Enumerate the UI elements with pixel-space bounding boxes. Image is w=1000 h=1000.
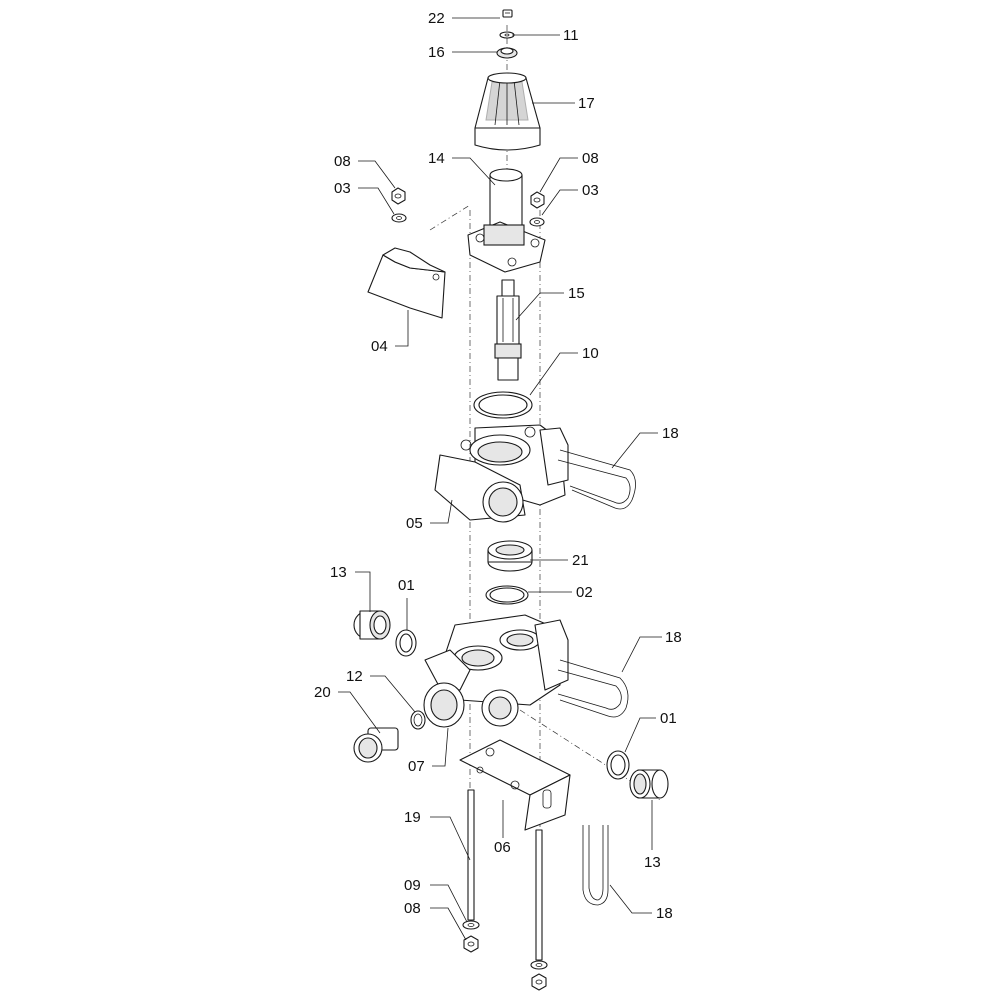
part-02-o-ring <box>485 585 529 605</box>
callout-05: 05 <box>406 515 423 532</box>
part-22-screw <box>502 9 513 18</box>
part-14-spindle-housing <box>467 168 546 273</box>
part-19-stud-left <box>467 789 475 921</box>
callout-16: 16 <box>428 44 445 61</box>
part-08-nut-bottom-right <box>531 973 547 991</box>
callout-06: 06 <box>494 839 511 856</box>
callout-10: 10 <box>582 345 599 362</box>
callout-18-lower: 18 <box>656 905 673 922</box>
part-15-spindle <box>494 279 522 381</box>
callout-04: 04 <box>371 338 388 355</box>
callout-13-right: 13 <box>644 854 661 871</box>
callout-12: 12 <box>346 668 363 685</box>
part-21-valve-seat <box>487 540 533 572</box>
callout-labels: 22 11 16 17 14 08 03 08 03 04 15 10 18 0… <box>314 10 682 922</box>
part-04-guard-plate <box>367 247 446 319</box>
leader-lines <box>338 17 662 941</box>
part-19-stud-right <box>535 829 543 961</box>
callout-20: 20 <box>314 684 331 701</box>
part-17-knob <box>474 72 541 151</box>
part-09-washer-bottom <box>462 920 480 930</box>
callout-08-bottom: 08 <box>404 900 421 917</box>
callout-13-left: 13 <box>330 564 347 581</box>
part-08-nut-right <box>530 191 545 209</box>
part-01-seal-left <box>395 629 417 657</box>
part-13-fitting-right <box>629 769 669 799</box>
callout-03-left: 03 <box>334 180 351 197</box>
callout-02: 02 <box>576 584 593 601</box>
part-07-valve-body-lower <box>423 614 569 728</box>
callout-15: 15 <box>568 285 585 302</box>
part-20-plug <box>353 727 399 763</box>
part-18-u-pin-lower <box>582 825 609 906</box>
part-08-nut-bottom-left <box>463 935 479 953</box>
part-08-nut-left <box>391 187 406 205</box>
callout-08-left: 08 <box>334 153 351 170</box>
part-12-o-ring <box>410 710 426 730</box>
callout-21: 21 <box>572 552 589 569</box>
callout-08-right: 08 <box>582 150 599 167</box>
part-16-bushing <box>496 47 518 59</box>
callout-14: 14 <box>428 150 445 167</box>
callout-18-upper: 18 <box>662 425 679 442</box>
part-01-seal-right <box>606 750 630 780</box>
part-18-u-pin-upper <box>557 449 636 510</box>
part-05-valve-body <box>434 424 569 523</box>
part-13-fitting-left <box>353 610 391 640</box>
callout-18-middle: 18 <box>665 629 682 646</box>
callout-17: 17 <box>578 95 595 112</box>
part-06-mounting-bracket <box>459 739 571 831</box>
part-09-washer-bottom-right <box>530 960 548 970</box>
part-03-washer-right <box>529 217 545 227</box>
callout-01-left: 01 <box>398 577 415 594</box>
callout-22: 22 <box>428 10 445 27</box>
part-11-washer <box>499 31 515 39</box>
callout-07: 07 <box>408 758 425 775</box>
callout-03-right: 03 <box>582 182 599 199</box>
callout-19: 19 <box>404 809 421 826</box>
callout-01-right: 01 <box>660 710 677 727</box>
callout-09: 09 <box>404 877 421 894</box>
part-18-u-pin-middle <box>557 659 629 718</box>
callout-11: 11 <box>563 27 579 44</box>
part-03-washer-left <box>391 213 407 223</box>
part-10-o-ring <box>473 391 533 419</box>
